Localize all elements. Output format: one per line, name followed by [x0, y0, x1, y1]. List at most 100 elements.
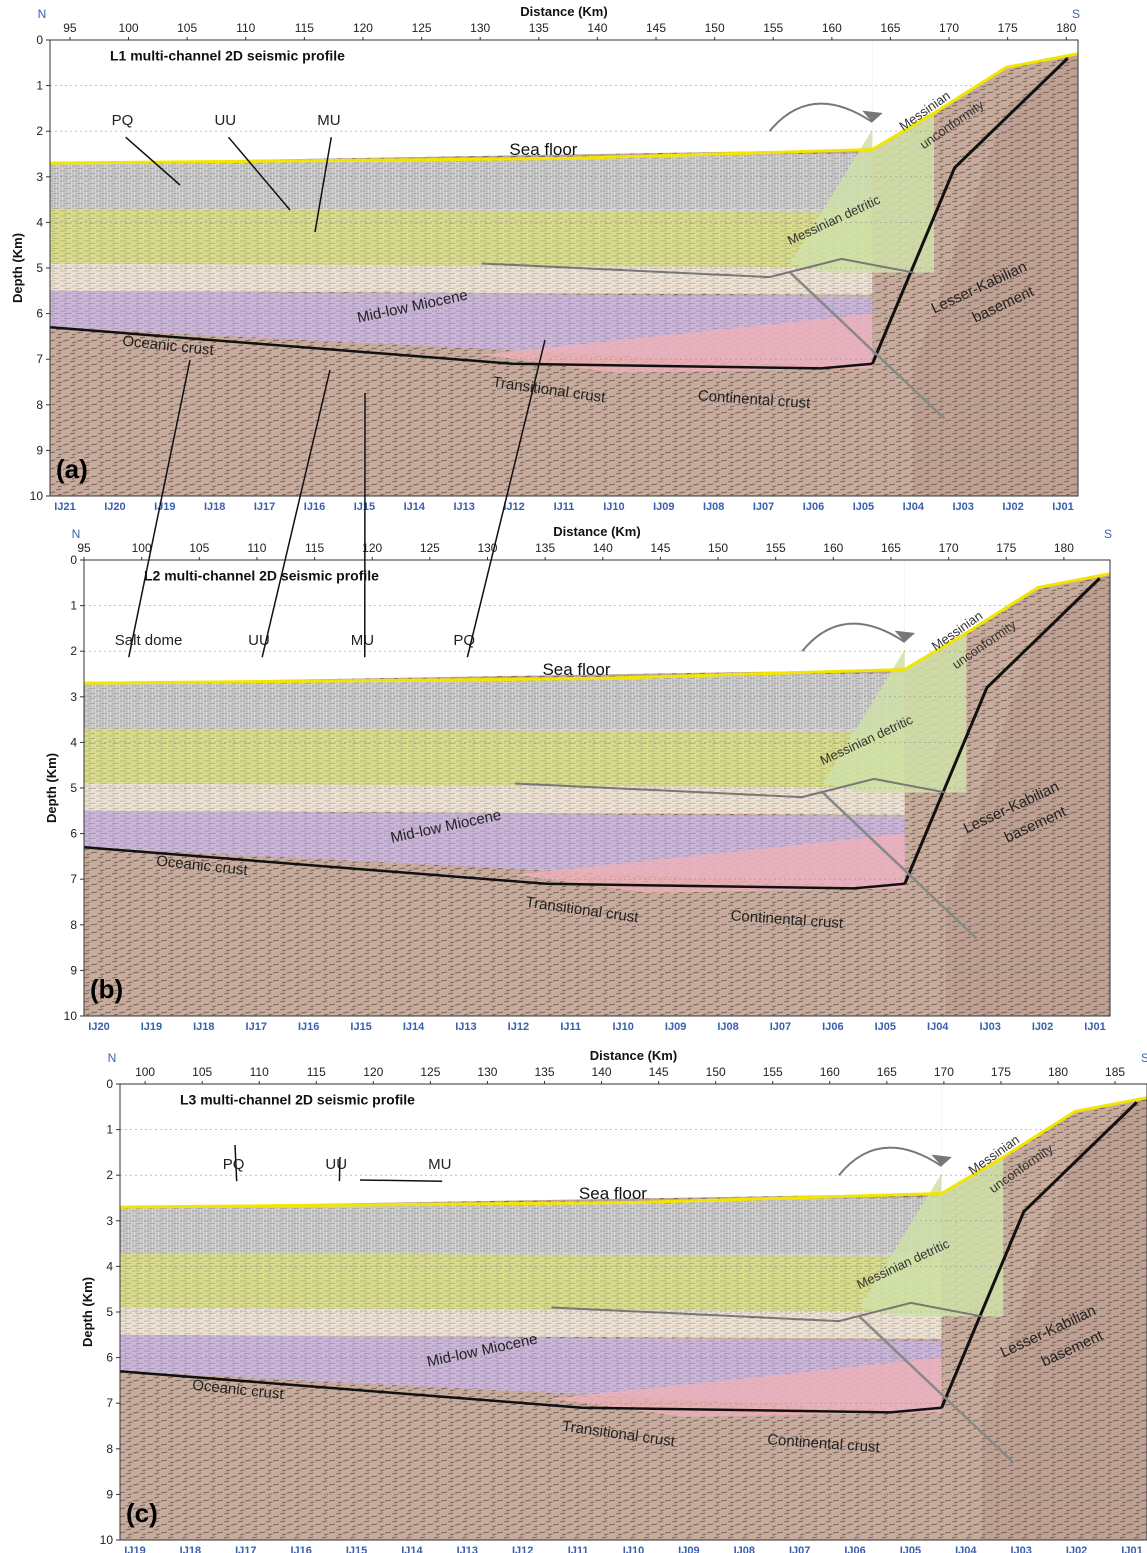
depth-tick-label: 2	[36, 124, 43, 138]
station-label: IJ19	[154, 501, 175, 513]
water-column	[84, 560, 905, 684]
station-label: IJ09	[678, 1545, 699, 1553]
pointer-arrow-icon	[314, 137, 333, 233]
station-label: IJ16	[290, 1545, 311, 1553]
station-label: IJ01	[1084, 1021, 1105, 1033]
depth-tick-label: 6	[106, 1351, 113, 1365]
distance-tick-label: 170	[939, 541, 959, 555]
distance-tick-label: 155	[766, 541, 786, 555]
distance-tick-label: 135	[529, 21, 549, 35]
depth-tick-label: 9	[106, 1487, 113, 1501]
curved-arrow-head-icon	[931, 1154, 952, 1167]
station-label: IJ05	[853, 501, 874, 513]
depth-axis-title: Depth (Km)	[44, 753, 59, 823]
station-label: IJ08	[703, 501, 724, 513]
curved-arrow-icon	[838, 1146, 943, 1176]
depth-tick-label: 0	[70, 553, 77, 567]
depth-tick-label: 3	[36, 170, 43, 184]
depth-tick-label: 3	[106, 1214, 113, 1228]
station-label: IJ15	[346, 1545, 367, 1553]
station-label: IJ19	[124, 1545, 145, 1553]
sea-floor-line	[83, 572, 1111, 685]
distance-tick-label: 150	[708, 541, 728, 555]
depth-tick-label: 5	[70, 781, 77, 795]
distance-tick-label: 140	[587, 21, 607, 35]
depth-tick-label: 2	[70, 644, 77, 658]
transitional-wedge	[551, 1357, 942, 1417]
station-label: IJ02	[1032, 1021, 1053, 1033]
distance-tick-label: 160	[820, 1065, 840, 1079]
messinian-evaporite-layer-texture	[120, 1252, 942, 1312]
station-label: IJ20	[104, 501, 125, 513]
water-column-right	[904, 560, 1110, 670]
curved-arrow-icon	[768, 102, 873, 132]
messinian-evaporite-layer-texture	[84, 728, 905, 788]
station-label: IJ21	[54, 501, 75, 513]
station-label: IJ03	[979, 1021, 1000, 1033]
depth-tick-label: 4	[106, 1259, 113, 1273]
station-label: IJ04	[903, 501, 925, 513]
station-label: IJ17	[235, 1545, 256, 1553]
pointer-arrow-icon	[261, 369, 331, 658]
station-label: IJ12	[503, 501, 524, 513]
station-label: IJ17	[254, 501, 275, 513]
distance-tick-label: 105	[192, 1065, 212, 1079]
depth-tick-label: 10	[100, 1533, 114, 1547]
panel-title: L1 multi-channel 2D seismic profile	[110, 48, 345, 64]
station-label: IJ05	[875, 1021, 896, 1033]
station-label: IJ11	[554, 501, 575, 513]
distance-tick-label: 125	[412, 21, 432, 35]
station-label: IJ20	[88, 1021, 109, 1033]
water-column-right	[941, 1084, 1147, 1194]
distance-tick-label: 155	[763, 1065, 783, 1079]
depth-tick-label: 10	[64, 1009, 78, 1023]
depth-tick-label: 7	[70, 872, 77, 886]
station-label: IJ18	[193, 1021, 214, 1033]
distance-tick-label: 180	[1056, 21, 1076, 35]
distance-tick-label: 110	[236, 21, 255, 35]
distance-axis-title: Distance (Km)	[590, 1048, 677, 1063]
depth-tick-label: 4	[36, 215, 43, 229]
station-label: IJ02	[1002, 501, 1023, 513]
distance-tick-label: 95	[77, 541, 91, 555]
pointer-arrow-icon	[227, 136, 291, 211]
distance-tick-label: 125	[420, 1065, 440, 1079]
distance-axis-title: Distance (Km)	[553, 524, 640, 539]
station-label: IJ01	[1121, 1545, 1142, 1553]
distance-tick-label: 115	[307, 1065, 326, 1079]
distance-tick-label: 115	[295, 21, 314, 35]
distance-tick-label: 155	[763, 21, 783, 35]
station-label: IJ16	[304, 501, 325, 513]
depth-tick-label: 0	[36, 33, 43, 47]
arrow-label-salt-dome: Salt dome	[115, 632, 183, 649]
distance-tick-label: 160	[822, 21, 842, 35]
station-label: IJ06	[822, 1021, 843, 1033]
depth-tick-label: 4	[70, 735, 77, 749]
distance-tick-label: 120	[353, 21, 373, 35]
sea-floor-line	[119, 1096, 1147, 1209]
distance-tick-label: 175	[991, 1065, 1011, 1079]
pointer-arrow-icon	[234, 1144, 238, 1182]
distance-tick-label: 95	[63, 21, 77, 35]
water-column	[50, 40, 873, 164]
distance-tick-label: 180	[1048, 1065, 1068, 1079]
depth-tick-label: 1	[36, 79, 43, 93]
distance-tick-label: 145	[649, 1065, 669, 1079]
pointer-arrow-icon	[125, 136, 181, 186]
station-label: IJ09	[665, 1021, 686, 1033]
station-label: IJ13	[455, 1021, 476, 1033]
sea-floor-label: Sea floor	[542, 660, 610, 679]
south-label: S	[1141, 1051, 1147, 1065]
depth-tick-label: 8	[106, 1442, 113, 1456]
depth-tick-label: 6	[36, 307, 43, 321]
transitional-wedge	[481, 313, 873, 373]
depth-tick-label: 1	[70, 599, 77, 613]
station-label: IJ13	[453, 501, 474, 513]
station-label: IJ01	[1052, 501, 1073, 513]
panel-title: L2 multi-channel 2D seismic profile	[144, 568, 379, 584]
arrow-label-uu: UU	[325, 1156, 347, 1173]
station-label: IJ06	[844, 1545, 865, 1553]
distance-tick-label: 145	[650, 541, 670, 555]
